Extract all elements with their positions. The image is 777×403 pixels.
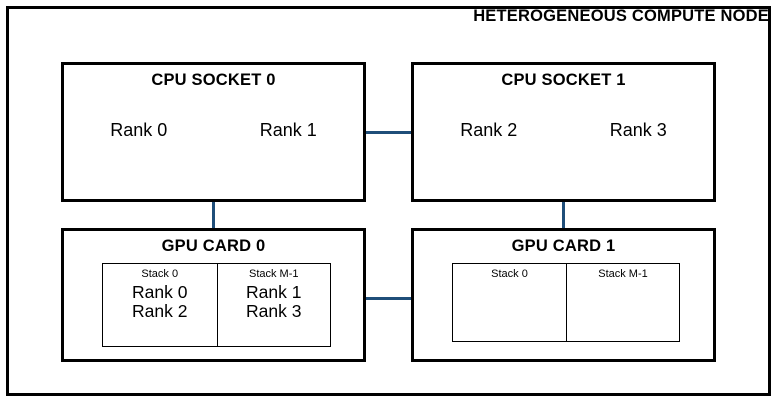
- gpu-card-0-title: GPU CARD 0: [161, 237, 266, 255]
- cpu1-gpu1-link: [562, 202, 565, 228]
- gpu-card-0-stack-m-1-rank-3: Rank 3: [246, 301, 302, 322]
- gpu-card-0-stack-m-1-label: Stack M-1: [248, 268, 299, 280]
- gpu-card-0-stack-0-rank-2: Rank 2: [132, 301, 188, 322]
- cpu-socket-0-title: CPU SOCKET 0: [151, 71, 276, 89]
- gpu-card-0-stack-0[interactable]: Stack 0 Rank 0 Rank 2: [103, 264, 217, 346]
- cpu-socket-1-ranks: Rank 2 Rank 3: [414, 121, 713, 139]
- gpu-card-0-block[interactable]: GPU CARD 0 Stack 0 Rank 0 Rank 2 Stack M…: [61, 228, 366, 362]
- cpu0-cpu1-link: [366, 131, 411, 134]
- gpu-card-1-stack-m-1-label: Stack M-1: [598, 268, 648, 280]
- page-title: HETEROGENEOUS COMPUTE NODE: [473, 7, 769, 25]
- gpu-card-1-stacks: Stack 0 Stack M-1: [452, 263, 680, 342]
- gpu-card-1-title: GPU CARD 1: [511, 237, 616, 255]
- cpu-socket-0-ranks: Rank 0 Rank 1: [64, 121, 363, 139]
- cpu-socket-1-rank-2: Rank 2: [460, 120, 518, 140]
- gpu-card-0-stack-0-ranks: Rank 0 Rank 2: [132, 281, 188, 322]
- gpu-card-0-stack-m-1[interactable]: Stack M-1 Rank 1 Rank 3: [216, 264, 331, 346]
- gpu-card-1-stack-0-label: Stack 0: [491, 268, 528, 280]
- gpu-card-1-block[interactable]: GPU CARD 1 Stack 0 Stack M-1: [411, 228, 716, 362]
- gpu-card-1-stack-m-1[interactable]: Stack M-1: [566, 264, 679, 341]
- gpu-card-1-stack-0[interactable]: Stack 0: [453, 264, 566, 341]
- heterogeneous-compute-node-frame: [6, 6, 771, 396]
- cpu0-gpu0-link: [212, 202, 215, 228]
- gpu-card-0-stack-0-rank-0: Rank 0: [132, 281, 188, 302]
- cpu-socket-0-rank-1: Rank 1: [259, 120, 317, 140]
- gpu-card-0-stack-0-label: Stack 0: [141, 268, 179, 280]
- gpu-card-0-stack-m-1-ranks: Rank 1 Rank 3: [246, 281, 302, 322]
- cpu-socket-1-title: CPU SOCKET 1: [501, 71, 626, 89]
- cpu-socket-1-rank-3: Rank 3: [609, 120, 667, 140]
- gpu-card-0-stack-m-1-rank-1: Rank 1: [246, 281, 302, 302]
- cpu-socket-1-block[interactable]: CPU SOCKET 1 Rank 2 Rank 3: [411, 62, 716, 202]
- gpu0-gpu1-link: [366, 297, 411, 300]
- cpu-socket-0-rank-0: Rank 0: [110, 120, 168, 140]
- cpu-socket-0-block[interactable]: CPU SOCKET 0 Rank 0 Rank 1: [61, 62, 366, 202]
- gpu-card-0-stacks: Stack 0 Rank 0 Rank 2 Stack M-1 Rank 1 R…: [102, 263, 331, 347]
